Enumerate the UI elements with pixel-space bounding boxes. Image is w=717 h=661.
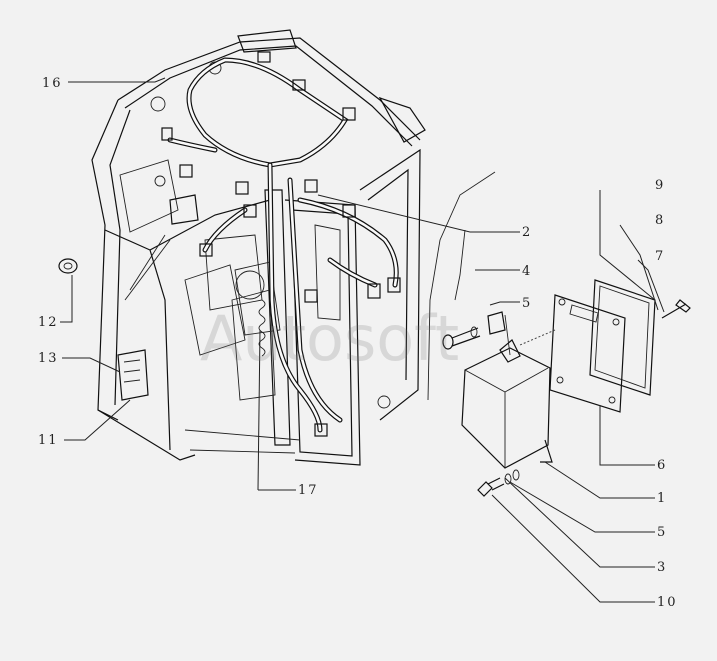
callout-11: 11 [38,433,59,448]
callout-labels: 16 2 4 5 9 8 7 12 13 11 17 6 1 5 3 10 [38,76,678,610]
washer-12 [58,258,78,274]
callout-16: 16 [42,76,63,91]
callout-5-upper: 5 [522,296,532,311]
callout-5-lower: 5 [657,525,667,540]
guide-line [427,171,496,401]
callout-10: 10 [657,595,678,610]
screw-7 [661,299,691,319]
leader-lines [60,77,665,603]
screw-10 [477,469,520,497]
callout-1: 1 [657,491,667,506]
callout-7: 7 [655,249,665,264]
callout-4: 4 [522,264,532,279]
panel-13 [117,349,149,401]
cab-frame [91,29,426,466]
guide-line-2 [454,229,466,301]
assembly-dash-line [519,329,556,346]
callout-12: 12 [38,315,59,330]
gasket-9 [589,279,656,396]
callout-6: 6 [657,458,667,473]
callout-2: 2 [522,225,532,240]
bolt-4 [442,326,481,350]
callout-9: 9 [655,178,665,193]
callout-8: 8 [655,213,665,228]
watermark: Autosoft [200,302,459,375]
wiring-harness [161,51,401,437]
cover-plate-6 [549,294,626,413]
callout-3: 3 [657,560,667,575]
bracket-5-upper [487,311,511,356]
callout-17: 17 [298,483,319,498]
control-box-1 [461,339,553,469]
callout-13: 13 [38,351,59,366]
